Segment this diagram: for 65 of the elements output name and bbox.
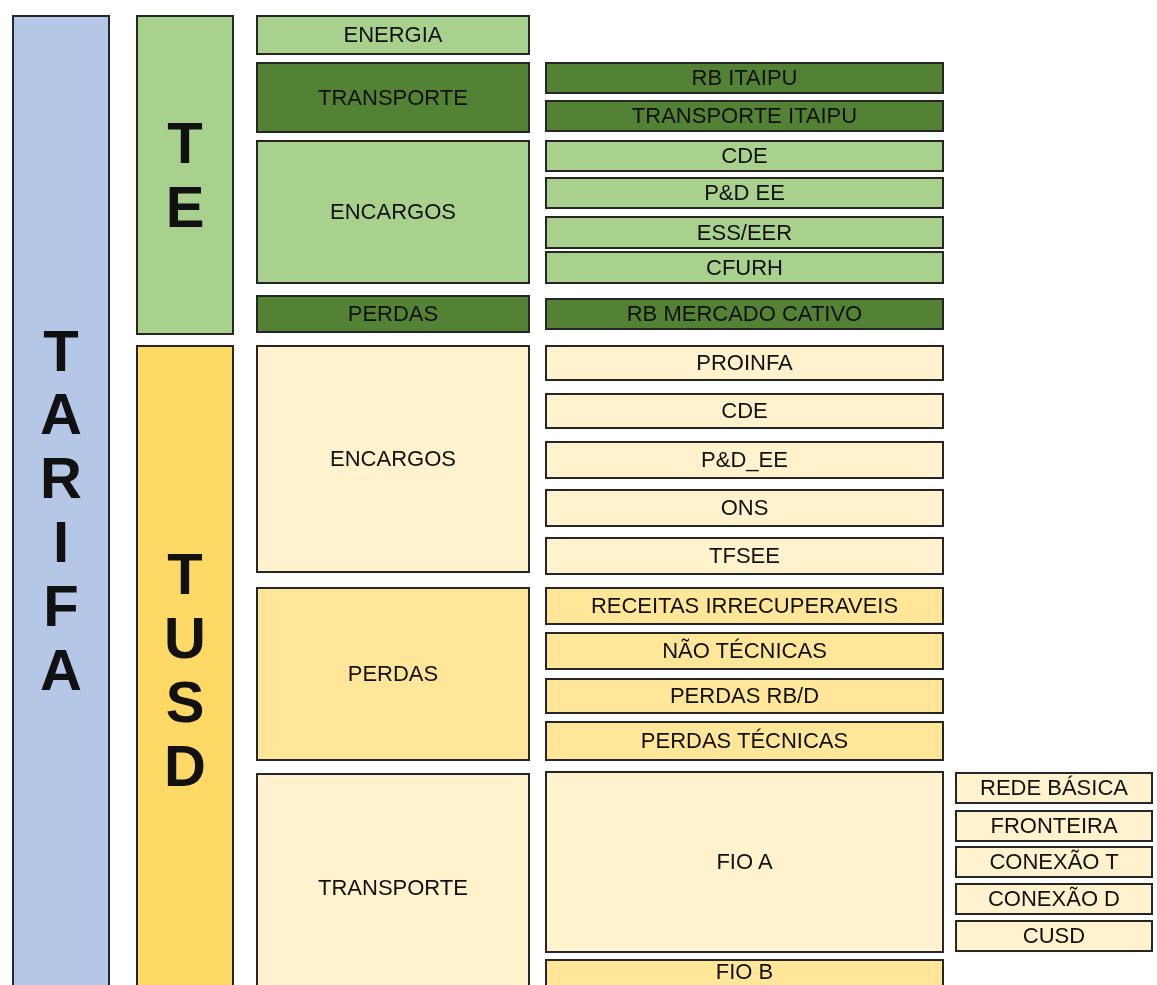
category-box bbox=[256, 345, 530, 573]
category-box bbox=[955, 883, 1153, 915]
box-label: PERDAS bbox=[347, 663, 439, 685]
box-label: TRANSPORTE bbox=[318, 86, 468, 109]
category-box bbox=[545, 721, 944, 761]
vertical-label: TE bbox=[164, 111, 206, 239]
box-label: REDE BÁSICA bbox=[980, 777, 1128, 799]
box-label: ONS bbox=[720, 497, 769, 519]
vertical-label: TARIFA bbox=[39, 318, 83, 702]
box-label: FRONTEIRA bbox=[990, 815, 1118, 837]
box-label: P&D EE bbox=[704, 182, 785, 204]
box-label: ENCARGOS bbox=[330, 448, 456, 470]
category-box bbox=[545, 140, 944, 172]
category-box bbox=[545, 489, 944, 527]
category-box bbox=[545, 345, 944, 381]
category-box bbox=[545, 632, 944, 670]
category-box bbox=[256, 587, 530, 761]
box-label: CUSD bbox=[1022, 925, 1086, 947]
box-label: CONEXÃO D bbox=[988, 888, 1120, 910]
box-label: CDE bbox=[721, 145, 768, 167]
box-label: RECEITAS IRRECUPERAVEIS bbox=[590, 595, 899, 617]
category-box bbox=[545, 771, 944, 953]
category-box bbox=[545, 587, 944, 625]
category-box bbox=[256, 773, 530, 985]
vertical-label: TUSD bbox=[163, 542, 207, 798]
box-label: FIO A bbox=[716, 851, 773, 873]
box-label: FIO B bbox=[715, 961, 774, 983]
category-box bbox=[545, 251, 944, 284]
category-box bbox=[955, 810, 1153, 842]
box-label: ESS/EER bbox=[696, 221, 793, 244]
box-label: NÃO TÉCNICAS bbox=[662, 640, 827, 662]
category-box bbox=[545, 100, 944, 132]
box-label: ENERGIA bbox=[343, 24, 443, 46]
category-box bbox=[256, 15, 530, 55]
category-box bbox=[545, 441, 944, 479]
category-box bbox=[256, 62, 530, 133]
box-label: PROINFA bbox=[696, 352, 793, 374]
category-box bbox=[256, 295, 530, 333]
category-box bbox=[545, 298, 944, 330]
box-label: PERDAS RB/D bbox=[669, 685, 820, 707]
box-label: RB ITAIPU bbox=[691, 67, 798, 89]
category-column bbox=[136, 15, 234, 335]
box-label: ENCARGOS bbox=[330, 201, 456, 223]
box-label: TFSEE bbox=[709, 545, 780, 567]
box-label: TRANSPORTE bbox=[318, 877, 468, 899]
category-box bbox=[545, 177, 944, 209]
box-label: PERDAS TÉCNICAS bbox=[640, 730, 849, 752]
box-label: TRANSPORTE ITAIPU bbox=[631, 105, 858, 127]
category-column bbox=[136, 345, 234, 985]
category-box bbox=[256, 140, 530, 284]
category-box bbox=[955, 772, 1153, 804]
category-box bbox=[955, 846, 1153, 878]
box-label: CDE bbox=[721, 400, 768, 422]
category-box bbox=[545, 393, 944, 429]
category-box bbox=[545, 62, 944, 94]
category-box bbox=[545, 216, 944, 249]
category-box bbox=[545, 678, 944, 714]
category-box bbox=[955, 920, 1153, 952]
box-label: RB MERCADO CATIVO bbox=[626, 303, 863, 325]
category-column bbox=[12, 15, 110, 985]
box-label: PERDAS bbox=[347, 303, 439, 325]
box-label: CFURH bbox=[706, 256, 783, 279]
category-box bbox=[545, 537, 944, 575]
box-label: CONEXÃO T bbox=[989, 851, 1119, 873]
box-label: P&D_EE bbox=[701, 449, 788, 471]
